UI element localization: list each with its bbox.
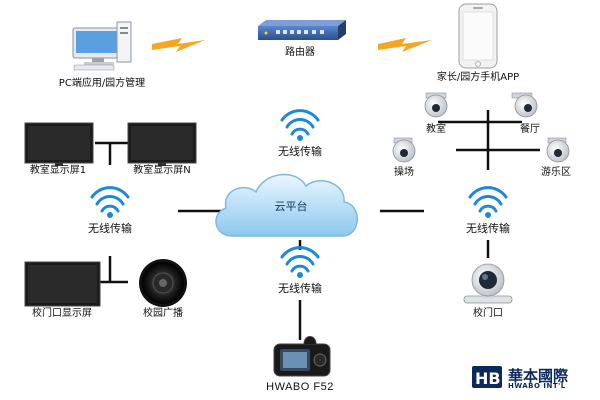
wifi-right-icon bbox=[468, 186, 508, 218]
svg-text:HB: HB bbox=[475, 369, 501, 388]
cam-classroom-label: 教室 bbox=[426, 124, 446, 135]
camera-classroom-icon bbox=[424, 92, 448, 118]
wifi-bottom-label: 无线传输 bbox=[278, 282, 322, 295]
connection-lines bbox=[95, 110, 540, 340]
brand-name-en: HWABO INT'L bbox=[508, 382, 566, 390]
wifi-left-label: 无线传输 bbox=[88, 222, 132, 235]
cam-play-area-label: 游乐区 bbox=[541, 167, 571, 178]
camera-canteen-icon bbox=[511, 92, 538, 118]
wifi-top-icon bbox=[280, 109, 320, 141]
camera-gate-icon bbox=[463, 263, 513, 304]
camera-play-area-icon bbox=[546, 137, 570, 163]
wifi-top-label: 无线传输 bbox=[278, 145, 322, 158]
pc-icon bbox=[72, 21, 132, 71]
classroom-screen-1-icon bbox=[24, 122, 94, 166]
phone-icon bbox=[458, 3, 498, 69]
app-label: 家长/园方手机APP bbox=[436, 72, 520, 83]
screen-n-label: 教室显示屏N bbox=[133, 165, 191, 176]
wifi-right-label: 无线传输 bbox=[466, 222, 510, 235]
brand-name-cn: 華本國際 bbox=[508, 367, 569, 385]
gate-screen-icon bbox=[24, 261, 101, 307]
pc-label: PC端应用/园方管理 bbox=[58, 78, 146, 89]
classroom-screen-n-icon bbox=[127, 122, 197, 166]
broadcast-label: 校园广播 bbox=[143, 308, 183, 319]
lightning-right-icon bbox=[378, 38, 432, 52]
router-label: 路由器 bbox=[285, 47, 315, 58]
speaker-icon bbox=[139, 259, 187, 307]
cloud-icon bbox=[215, 173, 358, 237]
cam-gate-label: 校门口 bbox=[473, 308, 503, 319]
hwabo-logo: HB bbox=[472, 366, 502, 388]
gate-screen-label: 校门口显示屏 bbox=[32, 308, 92, 319]
hwabo-f52-device-icon bbox=[273, 336, 331, 377]
router-icon bbox=[258, 20, 346, 40]
cam-canteen-label: 餐厅 bbox=[520, 124, 540, 135]
wifi-left-icon bbox=[90, 186, 130, 218]
lightning-left-icon bbox=[152, 38, 205, 52]
cloud-label: 云平台 bbox=[274, 200, 308, 213]
wifi-bottom-icon bbox=[280, 246, 320, 278]
device-label: HWABO F52 bbox=[266, 381, 334, 393]
screen-1-label: 教室显示屏1 bbox=[29, 165, 87, 176]
camera-playground-icon bbox=[392, 137, 416, 163]
cam-playground-label: 操场 bbox=[394, 167, 414, 178]
